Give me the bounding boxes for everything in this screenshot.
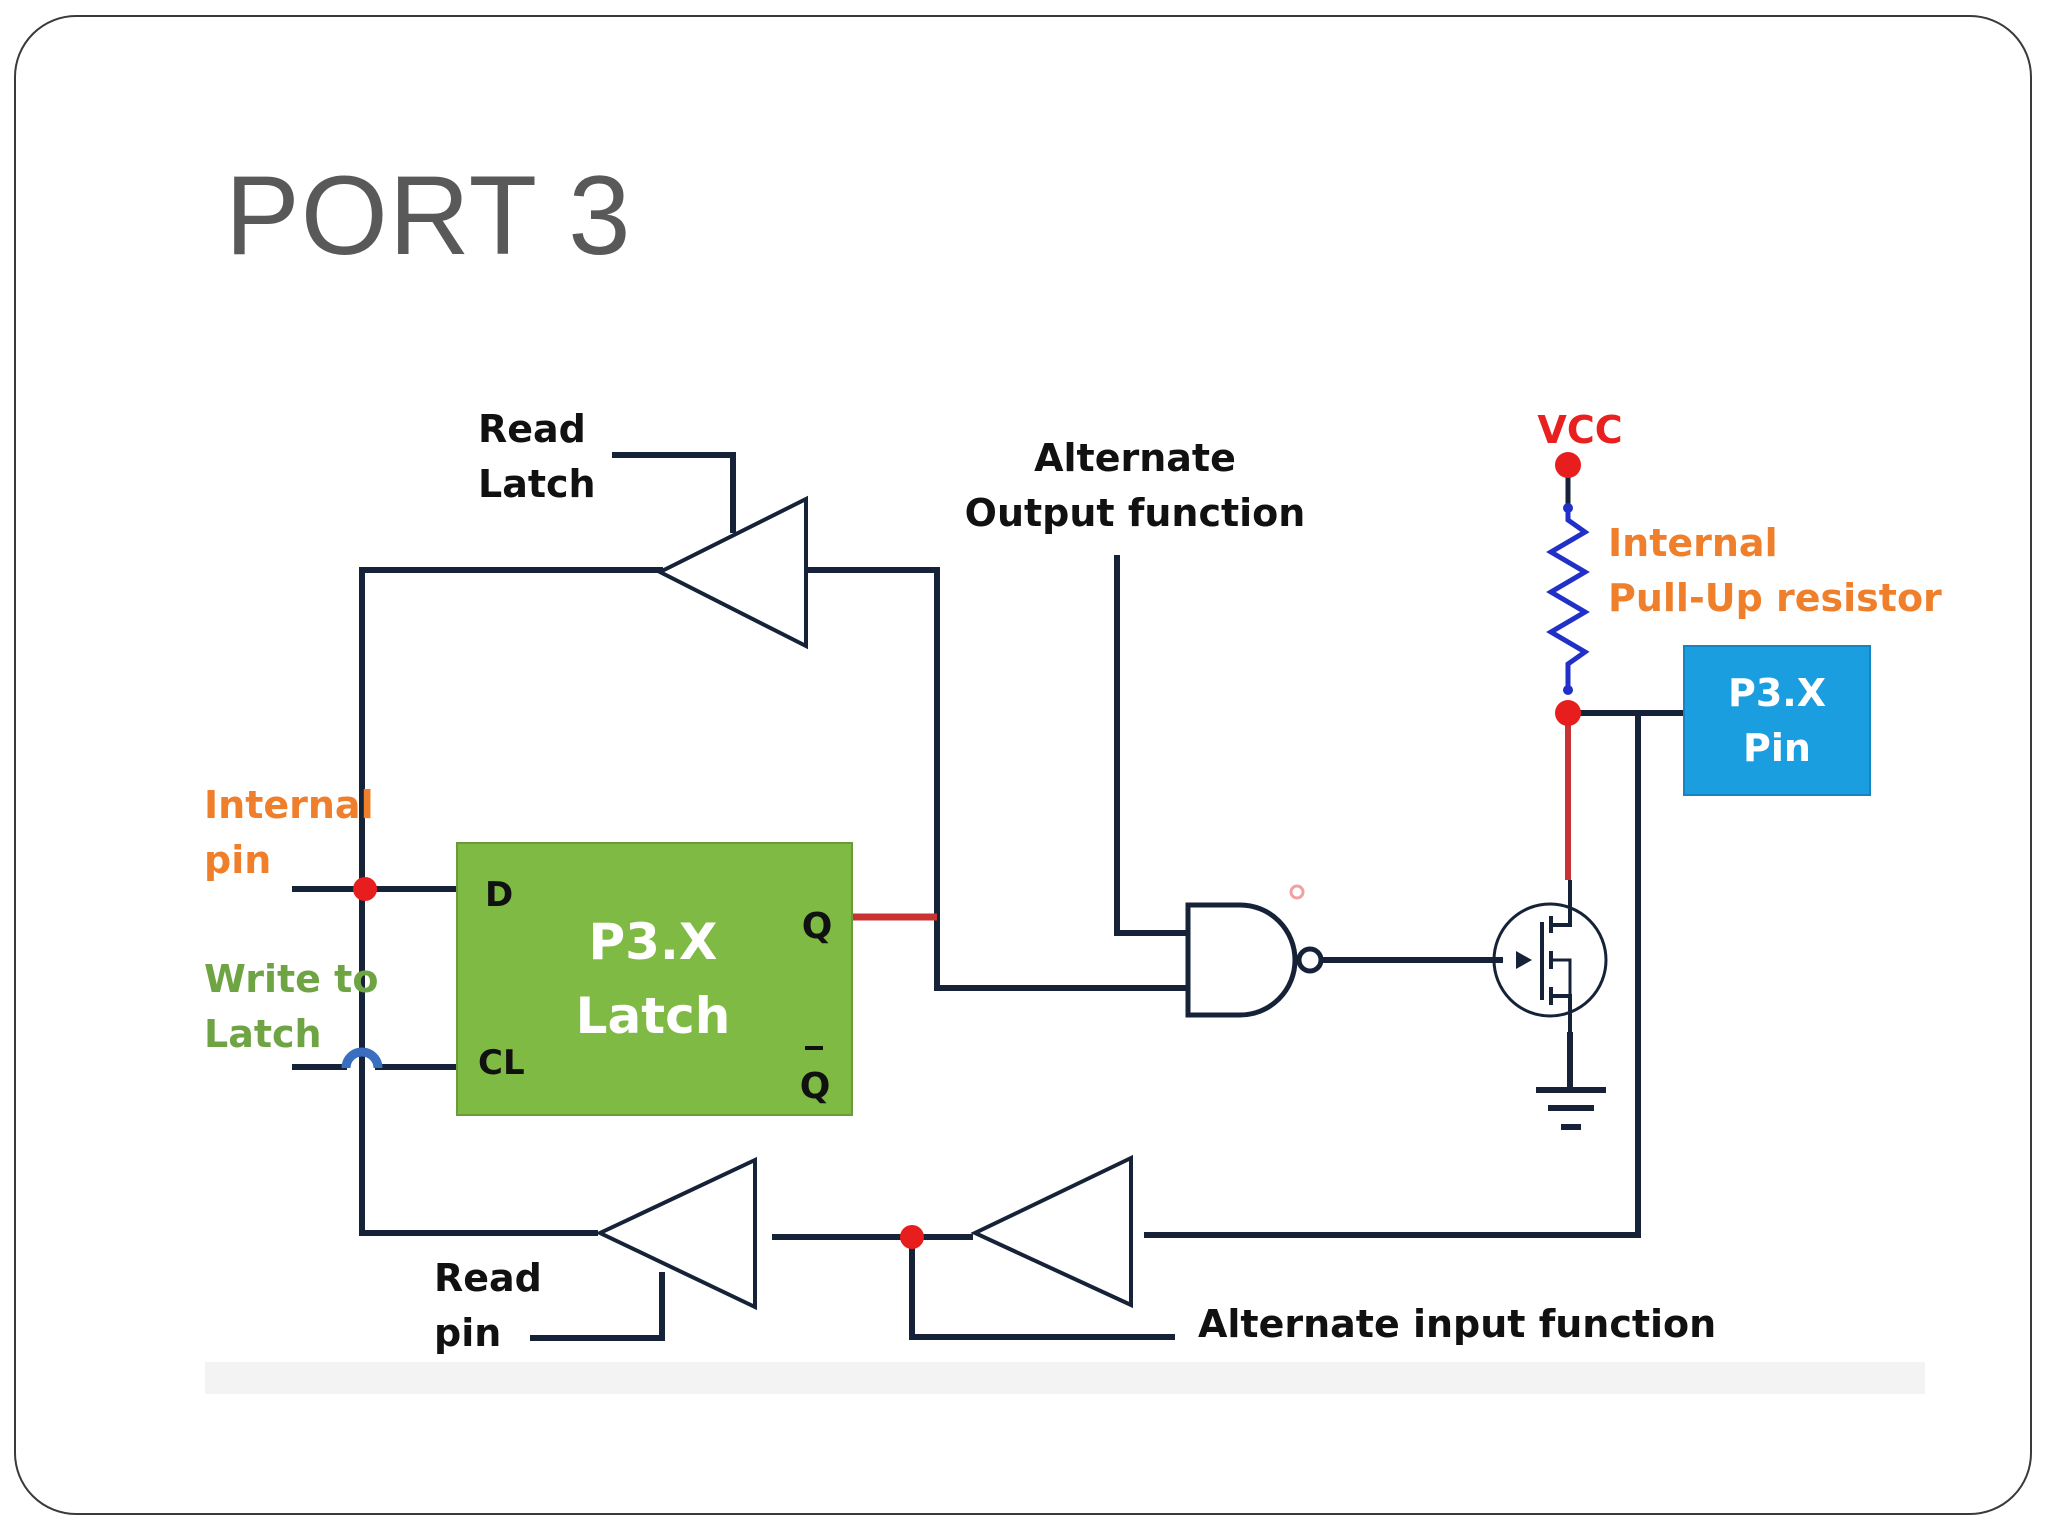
pull-up-resistor — [1546, 508, 1590, 690]
junction-dot-vcc — [1555, 452, 1581, 478]
p3x-latch-box — [456, 842, 853, 1116]
nand-inversion-bubble — [1296, 946, 1324, 974]
baseline-strip — [205, 1362, 1925, 1394]
wire-read-pin-control — [530, 1272, 665, 1341]
ground-symbol — [1536, 1087, 1606, 1130]
crossover-arc — [341, 1047, 383, 1069]
label-alt-output-2: Output function — [965, 491, 1306, 535]
label-write-latch-2: Latch — [204, 1012, 322, 1056]
label-vcc: VCC — [1537, 408, 1622, 452]
wire-alternate-output — [1114, 555, 1188, 936]
read-pin-buffer — [595, 1156, 757, 1311]
wire-alternate-input — [909, 1234, 1175, 1340]
read-latch-buffer — [655, 495, 808, 650]
wire-pin-down — [1144, 710, 1641, 1238]
label-latch-2: Latch — [576, 987, 731, 1045]
p3x-pin-box — [1683, 645, 1871, 796]
label-latch-cl: CL — [478, 1043, 525, 1083]
label-internal-pin-1: Internal — [204, 783, 374, 827]
junction-dot-pin-node — [1555, 700, 1581, 726]
alternate-input-buffer — [970, 1154, 1133, 1309]
resistor-end-dot — [1563, 685, 1573, 695]
label-read-latch-1: Read — [478, 407, 586, 451]
junction-dot-alt-input — [900, 1225, 924, 1249]
junction-dot-internal-pin — [353, 877, 377, 901]
slide-title: PORT 3 — [225, 153, 632, 278]
wire-read-latch-buffer-output — [803, 567, 1188, 991]
cursor-marker — [1289, 884, 1305, 900]
resistor-end-dot — [1563, 503, 1573, 513]
label-latch-q: Q — [802, 906, 833, 947]
label-pin-box-1: P3.X — [1728, 671, 1826, 715]
label-latch-1: P3.X — [589, 913, 718, 971]
wire-read-latch-control — [612, 452, 736, 533]
label-read-pin-1: Read — [434, 1256, 542, 1300]
nand-gate — [1185, 902, 1298, 1018]
label-latch-d: D — [485, 875, 513, 915]
label-alt-output-1: Alternate — [1034, 436, 1236, 480]
label-alt-input: Alternate input function — [1198, 1302, 1716, 1346]
label-read-latch-2: Latch — [478, 462, 596, 506]
label-internal-pin-2: pin — [204, 838, 271, 882]
label-read-pin-2: pin — [434, 1311, 501, 1355]
label-latch-qbar: Q — [800, 1066, 831, 1107]
label-pullup-1: Internal — [1608, 521, 1778, 565]
mosfet-transistor — [1492, 880, 1608, 1035]
label-pin-box-2: Pin — [1743, 726, 1811, 770]
label-pullup-2: Pull-Up resistor — [1608, 576, 1942, 620]
label-write-latch-1: Write to — [204, 957, 378, 1001]
